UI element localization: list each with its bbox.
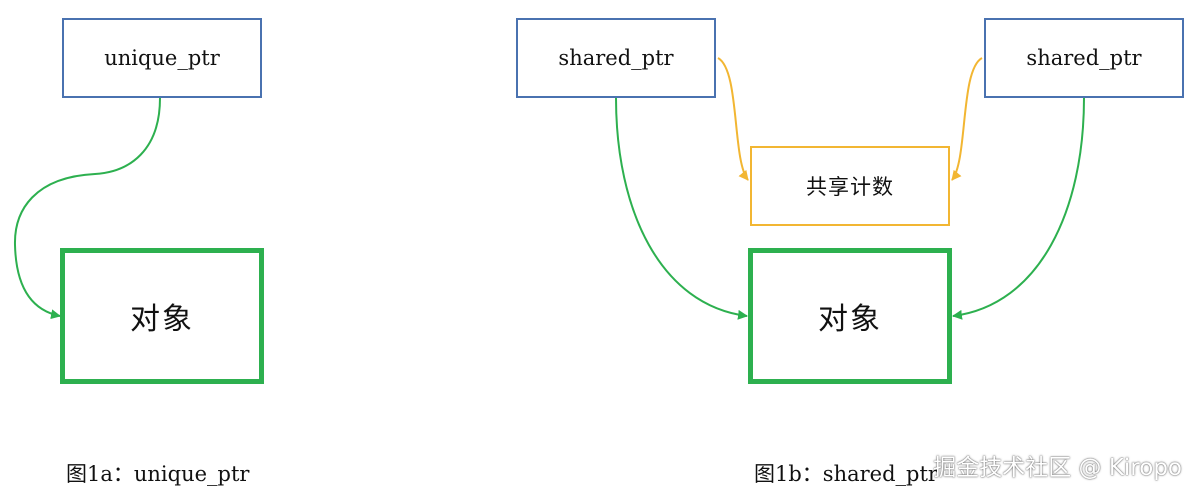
- shared-object-label: 对象: [818, 302, 882, 337]
- caption-figure-1b: 图1b：shared_ptr: [754, 462, 938, 486]
- watermark: 掘金技术社区 @ Kiropo: [933, 455, 1182, 481]
- right-shared-ptr-label: shared_ptr: [1026, 46, 1142, 70]
- left-shared-ptr-to-count-arrow: [717, 57, 749, 181]
- shared-object-box: 对象: [748, 248, 952, 384]
- unique-ptr-to-object-arrow: [13, 97, 161, 320]
- shared-count-label: 共享计数: [806, 175, 894, 199]
- left-shared-ptr-box: shared_ptr: [516, 18, 716, 98]
- unique-object-label: 对象: [130, 302, 194, 337]
- right-shared-ptr-box: shared_ptr: [984, 18, 1184, 98]
- right-shared-ptr-to-count-arrow: [951, 57, 983, 181]
- shared-count-box: 共享计数: [750, 146, 950, 226]
- unique-object-box: 对象: [60, 248, 264, 384]
- left-shared-ptr-label: shared_ptr: [558, 46, 674, 70]
- left-shared-ptr-to-object-arrow: [615, 97, 748, 320]
- unique-ptr-label: unique_ptr: [104, 46, 220, 70]
- unique-ptr-box: unique_ptr: [62, 18, 262, 98]
- right-shared-ptr-to-object-arrow: [952, 97, 1085, 320]
- caption-figure-1a: 图1a：unique_ptr: [66, 462, 250, 486]
